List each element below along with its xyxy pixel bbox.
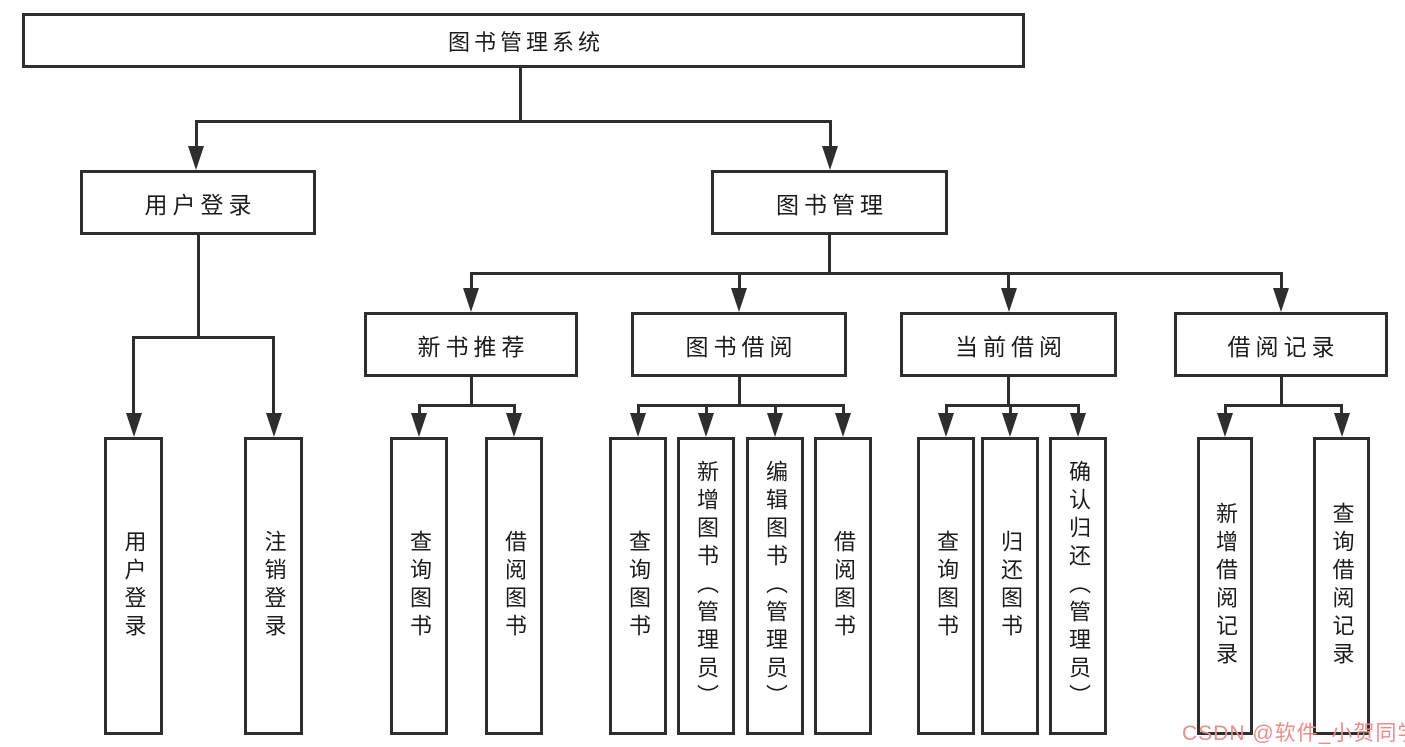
leaf-add-borrow-record: 新增借阅记录: [1197, 437, 1253, 735]
connector-line: [194, 120, 198, 148]
connector-line: [1279, 377, 1283, 407]
arrow-down-icon: [1333, 413, 1350, 437]
arrow-down-icon: [265, 413, 282, 437]
arrow-down-icon: [188, 146, 204, 170]
connector-line: [1006, 377, 1010, 407]
connector-line: [636, 404, 845, 407]
connector-line: [469, 272, 473, 290]
arrow-down-icon: [1002, 413, 1018, 437]
connector-line: [1223, 404, 1343, 407]
connector-line: [773, 404, 777, 415]
node-book-borrowing: 图书借阅: [631, 312, 847, 377]
arrow-down-icon: [835, 413, 851, 437]
connector-line: [827, 235, 831, 275]
connector-line: [1340, 404, 1343, 415]
leaf-edit-books-admin: 编辑图书（管理员）: [746, 437, 804, 735]
connector-line: [518, 68, 522, 123]
connector-line: [1279, 272, 1283, 290]
arrow-down-icon: [1273, 288, 1289, 312]
connector-line: [1223, 404, 1227, 415]
arrow-down-icon: [698, 413, 714, 437]
connector-line: [417, 404, 516, 407]
leaf-query-books-3: 查询图书: [917, 437, 975, 735]
connector-line: [1007, 272, 1010, 290]
leaf-return-books: 归还图书: [981, 437, 1039, 735]
connector-line: [512, 404, 516, 415]
connector-line: [132, 336, 275, 339]
connector-line: [704, 404, 708, 415]
arrow-down-icon: [767, 413, 783, 437]
node-library-management-system: 图书管理系统: [22, 13, 1025, 68]
connector-line: [417, 404, 421, 415]
connector-line: [828, 120, 832, 148]
connector-line: [132, 336, 135, 415]
leaf-add-books-admin: 新增图书（管理员）: [677, 437, 735, 735]
node-borrowing-records: 借阅记录: [1174, 312, 1388, 377]
arrow-down-icon: [1000, 288, 1017, 312]
arrow-down-icon: [731, 288, 747, 312]
arrow-down-icon: [1070, 413, 1086, 437]
connector-line: [737, 272, 741, 290]
connector-line: [196, 235, 200, 339]
leaf-user-login: 用户登录: [104, 437, 163, 735]
node-current-borrowing: 当前借阅: [900, 312, 1117, 377]
connector-line: [194, 120, 832, 123]
leaf-borrow-books-2: 借阅图书: [814, 437, 872, 735]
arrow-down-icon: [822, 146, 838, 170]
connector-line: [944, 404, 1080, 407]
leaf-query-books-2: 查询图书: [609, 437, 667, 735]
arrow-down-icon: [125, 413, 142, 437]
arrow-down-icon: [506, 413, 522, 437]
connector-line: [944, 404, 948, 415]
csdn-watermark: CSDN @软件_小贺同学: [1182, 722, 1405, 745]
node-new-book-recommendation: 新书推荐: [364, 312, 578, 377]
connector-line: [636, 404, 640, 415]
arrow-down-icon: [463, 288, 479, 312]
arrow-down-icon: [630, 413, 646, 437]
connector-line: [841, 404, 845, 415]
leaf-confirm-return-admin: 确认归还（管理员）: [1049, 437, 1107, 735]
arrow-down-icon: [411, 413, 427, 437]
node-book-management: 图书管理: [711, 170, 948, 235]
node-user-login: 用户登录: [80, 170, 316, 235]
leaf-query-books-1: 查询图书: [390, 437, 448, 735]
leaf-logout: 注销登录: [244, 437, 303, 735]
connector-line: [1076, 404, 1080, 415]
leaf-query-borrow-record: 查询借阅记录: [1313, 437, 1370, 735]
connector-line: [469, 272, 1283, 275]
connector-line: [272, 336, 275, 415]
connector-line: [469, 377, 473, 407]
connector-line: [737, 377, 741, 407]
leaf-borrow-books-1: 借阅图书: [485, 437, 543, 735]
arrow-down-icon: [938, 413, 954, 437]
connector-line: [1008, 404, 1012, 415]
arrow-down-icon: [1217, 413, 1233, 437]
